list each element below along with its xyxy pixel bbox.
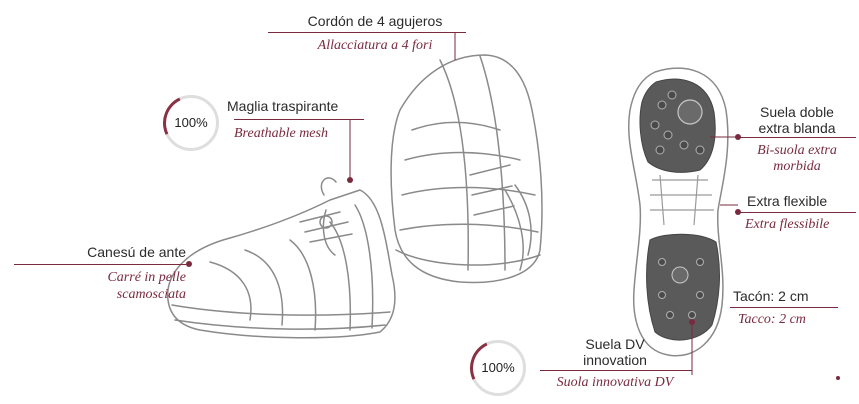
mesh-label: Maglia traspirante (227, 98, 339, 114)
flexible-label: Extra flexible (747, 193, 828, 209)
double-sole-rule (738, 137, 856, 138)
dv-sole-percentage-badge: 100% (462, 332, 534, 404)
front-shoe-sketch (167, 177, 396, 339)
lacing-rule (268, 32, 466, 33)
double-sole-sublabel-1: Bi-suola extra (757, 143, 837, 158)
sole-sketch (627, 67, 729, 357)
back-shoe-sketch (390, 54, 543, 284)
suede-sublabel-2: scamosciata (116, 287, 186, 302)
badge-value: 100% (481, 360, 515, 375)
leader-lines (349, 32, 738, 375)
mesh-rule (234, 119, 364, 120)
flexible-rule (738, 212, 856, 213)
product-feature-diagram: Cordón de 4 agujeros Allacciatura a 4 fo… (14, 13, 856, 404)
heel-label: Tacón: 2 cm (733, 288, 809, 304)
double-sole-label-1: Suela doble (760, 104, 834, 120)
suede-dot (186, 261, 192, 267)
dv-sole-sublabel: Suola innovativa DV (556, 375, 674, 390)
flexible-sublabel: Extra flessibile (745, 217, 830, 232)
badge-value: 100% (174, 115, 208, 130)
suede-rule (14, 264, 189, 265)
suede-label: Canesú de ante (87, 244, 186, 260)
mesh-sublabel: Breathable mesh (234, 126, 328, 141)
heel-rule (730, 307, 838, 308)
dv-sole-label-1: Suela DV (585, 336, 645, 352)
lacing-label: Cordón de 4 agujeros (307, 13, 443, 29)
suede-sublabel-1: Carré in pelle (107, 270, 186, 285)
flexible-dot (735, 209, 741, 215)
double-sole-dot (735, 134, 741, 140)
mesh-percentage-badge: 100% (155, 87, 227, 159)
double-sole-sublabel-2: morbida (773, 159, 821, 174)
dv-sole-rule (540, 370, 692, 371)
shoe-illustration (167, 32, 840, 380)
double-sole-label-2: extra blanda (758, 120, 836, 136)
lacing-sublabel: Allacciatura a 4 fori (317, 38, 433, 53)
dv-sole-label-2: innovation (583, 352, 647, 368)
heel-sublabel: Tacco: 2 cm (738, 312, 806, 327)
